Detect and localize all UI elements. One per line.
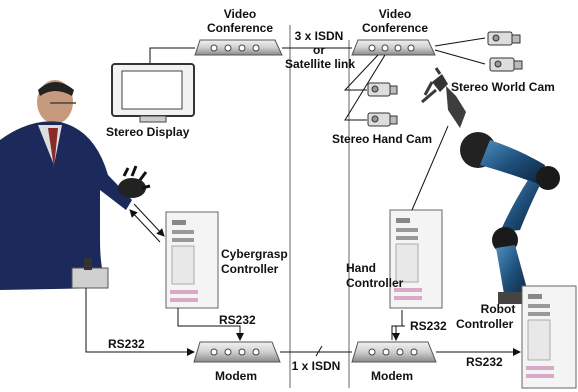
label-modem-left: Modem	[215, 369, 257, 383]
line-handctrl-to-modem	[392, 310, 403, 341]
robot-arm	[421, 67, 560, 304]
robot-controller-pc	[521, 285, 577, 389]
line-handctrl-to-robot	[411, 125, 449, 211]
line-cybergrasp-to-modem	[177, 308, 244, 341]
label-robot-controller-1: Robot	[480, 302, 516, 316]
cybergrasp-glove	[118, 165, 151, 198]
line-vc-to-world-cam	[434, 37, 486, 47]
world-camera-2	[489, 57, 523, 72]
hand-camera-1	[367, 82, 398, 97]
line-display-to-vc	[149, 47, 195, 66]
modem-left	[193, 341, 281, 363]
line-operator-to-modem	[85, 288, 195, 356]
label-stereo-display: Stereo Display	[106, 125, 190, 139]
line-glove-to-cybergrasp	[133, 203, 165, 237]
world-camera-1	[487, 31, 521, 46]
label-or: or	[313, 43, 325, 57]
label-satellite-link: Satellite link	[284, 57, 356, 71]
label-rs232-right-mid: RS232	[410, 319, 447, 333]
label-video-conference-right-1: Video	[378, 7, 412, 21]
video-conference-device-left	[194, 39, 283, 56]
line-vc-to-hand-cam	[343, 54, 379, 91]
label-cybergrasp-2: Controller	[221, 262, 279, 276]
label-1x-isdn: 1 x ISDN	[291, 359, 341, 373]
label-rs232-left-bottom: RS232	[108, 337, 145, 351]
label-hand-controller-2: Controller	[346, 276, 404, 290]
label-stereo-world-cam: Stereo World Cam	[451, 80, 555, 94]
hand-controller-pc	[389, 209, 443, 309]
label-robot-controller-2: Controller	[456, 317, 514, 331]
label-video-conference-left-2: Conference	[206, 21, 274, 35]
label-video-conference-left-1: Video	[223, 7, 257, 21]
cybergrasp-controller-pc	[165, 211, 219, 309]
operator-figure	[0, 80, 132, 290]
label-rs232-right-bottom: RS232	[466, 355, 503, 369]
label-video-conference-right-2: Conference	[361, 21, 429, 35]
label-rs232-left-mid: RS232	[219, 313, 256, 327]
label-hand-controller-1: Hand	[346, 261, 376, 275]
label-stereo-hand-cam: Stereo Hand Cam	[332, 132, 433, 146]
stereo-display-monitor	[111, 63, 195, 123]
hand-camera-2	[367, 112, 398, 127]
modem-right	[351, 341, 437, 363]
video-conference-device-right	[351, 39, 436, 56]
label-3x-isdn: 3 x ISDN	[294, 29, 344, 43]
label-cybergrasp-1: Cybergrasp	[221, 247, 288, 261]
label-modem-right: Modem	[371, 369, 413, 383]
